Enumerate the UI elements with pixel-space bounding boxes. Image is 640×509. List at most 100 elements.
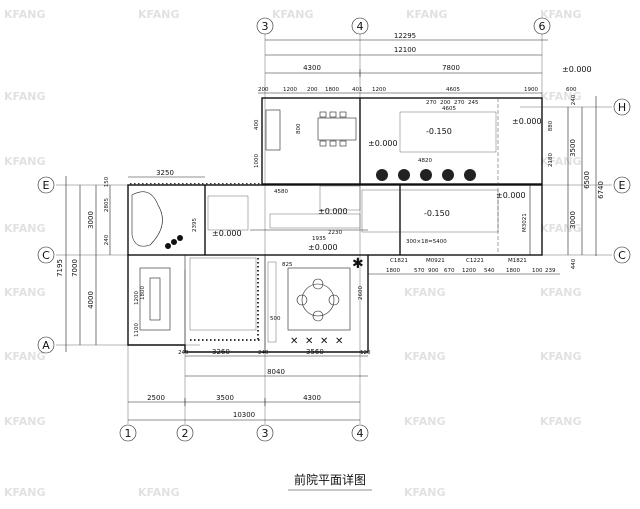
- water-feature-area: [189, 257, 257, 331]
- dim-1935: 1935: [312, 236, 326, 242]
- dim-b-row2-2: 4300: [303, 394, 321, 402]
- door-dim-8: 239: [545, 268, 556, 274]
- kitchen-counter: [265, 109, 281, 151]
- watermark: KFANG: [540, 90, 582, 103]
- chair: [319, 140, 327, 147]
- dim-b-row2-0: 2500: [147, 394, 165, 402]
- house-outline-upper: [261, 97, 543, 185]
- dim-detail-2: 200: [307, 87, 318, 93]
- watermark: KFANG: [540, 286, 582, 299]
- dim-detail-0: 200: [258, 87, 269, 93]
- door-dim-3: 670: [444, 268, 455, 274]
- palm-icon: ✱: [352, 256, 364, 272]
- right-dimensions: 6740 6500 3500 3000 880 2180 440 240: [548, 94, 605, 269]
- axis-bubbles: 3 4 6 1 2 3 4 E C A H E C: [37, 17, 631, 442]
- dim-150: 150: [104, 176, 110, 187]
- shrub-icon: [177, 235, 183, 241]
- tree-row: ✱ ✕ ✕ ✕ ✕: [290, 169, 476, 347]
- dim-240-right: 240: [571, 94, 577, 105]
- watermark: KFANG: [4, 415, 46, 428]
- drawing-title-block: 前院平面详图: [288, 472, 372, 491]
- axis-label-top-6: 6: [539, 20, 546, 33]
- house-outline-middle: [127, 184, 543, 256]
- watermark: KFANG: [4, 286, 46, 299]
- tree-icon: [398, 169, 410, 181]
- furniture: [131, 109, 357, 331]
- axis-bubble-top-3: [256, 17, 274, 35]
- dim-500: 500: [270, 316, 281, 322]
- dining-table: [317, 117, 357, 141]
- watermark: KFANG: [540, 8, 582, 21]
- drawing-title: 前院平面详图: [294, 472, 366, 487]
- dim-2600: 2600: [358, 286, 364, 300]
- courtyard-stool: [312, 278, 324, 290]
- shrub-icon: [165, 243, 171, 249]
- dim-detail-5: 1200: [372, 87, 386, 93]
- level-mark: -0.150: [424, 209, 450, 218]
- axis-label-left-E: E: [43, 179, 50, 192]
- watermark: KFANG: [4, 90, 46, 103]
- dim-4820: 4820: [418, 158, 432, 164]
- watermark: KFANG: [404, 286, 446, 299]
- shrub-icon: ✕: [320, 336, 328, 347]
- dim-400: 400: [254, 119, 260, 130]
- axis-bubble-right-H: [613, 98, 631, 116]
- watermark-layer: KFANG KFANG KFANG KFANG KFANG KFANG KFAN…: [4, 8, 582, 499]
- plan-walls: [127, 97, 543, 353]
- level-mark: ±0.000: [212, 229, 242, 238]
- dim-b-row1-3: 3560: [306, 348, 324, 356]
- dim-detail2-1: 200: [440, 100, 451, 106]
- axis-label-right-H: H: [618, 101, 626, 114]
- watermark: KFANG: [4, 486, 46, 499]
- door-window-row: 1800 570 900 670 1200 540 1800 100 239 C…: [368, 213, 560, 275]
- door-tag: M1821: [508, 258, 527, 264]
- dim-1100: 1100: [134, 323, 140, 337]
- axis-label-bottom-4: 4: [357, 427, 364, 440]
- dim-detail-1: 1200: [283, 87, 297, 93]
- door-tag: C1821: [390, 258, 408, 264]
- hatch-areas: [189, 111, 499, 343]
- dim-4580: 4580: [274, 189, 288, 195]
- dim-1000: 1000: [254, 154, 260, 168]
- top-dimensions: 12295 12100 4300 7800 200 1200 200 1800 …: [258, 32, 577, 94]
- left-dimensions: 7195 7000 3000 4000 2805 240 150 1200 11…: [56, 169, 205, 352]
- door-dim-5: 540: [484, 268, 495, 274]
- watermark: KFANG: [540, 155, 582, 168]
- axis-label-left-C: C: [42, 249, 50, 262]
- dim-6740: 6740: [597, 181, 605, 199]
- axis-label-top-4: 4: [357, 20, 364, 33]
- dim-6500: 6500: [583, 171, 591, 189]
- hedge-row: [130, 183, 262, 341]
- dim-detail-6: 4605: [446, 87, 460, 93]
- dim-seg-right: 7800: [442, 64, 460, 72]
- dim-b-row1-1: 3260: [212, 348, 230, 356]
- dim-4605: 4605: [442, 106, 456, 112]
- chair: [329, 140, 337, 147]
- shrub-icon: ✕: [335, 336, 343, 347]
- watermark: KFANG: [4, 8, 46, 21]
- dim-detail2-3: 245: [468, 100, 479, 106]
- dim-4000: 4000: [87, 291, 95, 309]
- level-mark: -0.150: [426, 127, 452, 136]
- watermark: KFANG: [540, 415, 582, 428]
- courtyard-pavilion: [287, 267, 351, 331]
- tree-icon: [376, 169, 388, 181]
- dim-detail-3: 1800: [325, 87, 339, 93]
- door-dim-6: 1800: [506, 268, 520, 274]
- door-dim-4: 1200: [462, 268, 476, 274]
- watermark: KFANG: [138, 8, 180, 21]
- door-tag: M3021: [522, 213, 528, 232]
- chair: [339, 111, 347, 118]
- dim-1200: 1200: [134, 291, 140, 305]
- axis-bubble-right-C: [613, 246, 631, 264]
- level-mark: ±0.000: [496, 191, 526, 200]
- door-dim-2: 900: [428, 268, 439, 274]
- axis-label-bottom-3: 3: [262, 427, 269, 440]
- paving-herringbone-area: [207, 195, 249, 231]
- door-dim-7: 100: [532, 268, 543, 274]
- watermark: KFANG: [4, 350, 46, 363]
- axis-label-right-E: E: [619, 179, 626, 192]
- dim-1800-left: 1800: [140, 286, 146, 300]
- axis-bubble-bottom-3: [256, 424, 274, 442]
- dim-2395: 2395: [192, 218, 198, 232]
